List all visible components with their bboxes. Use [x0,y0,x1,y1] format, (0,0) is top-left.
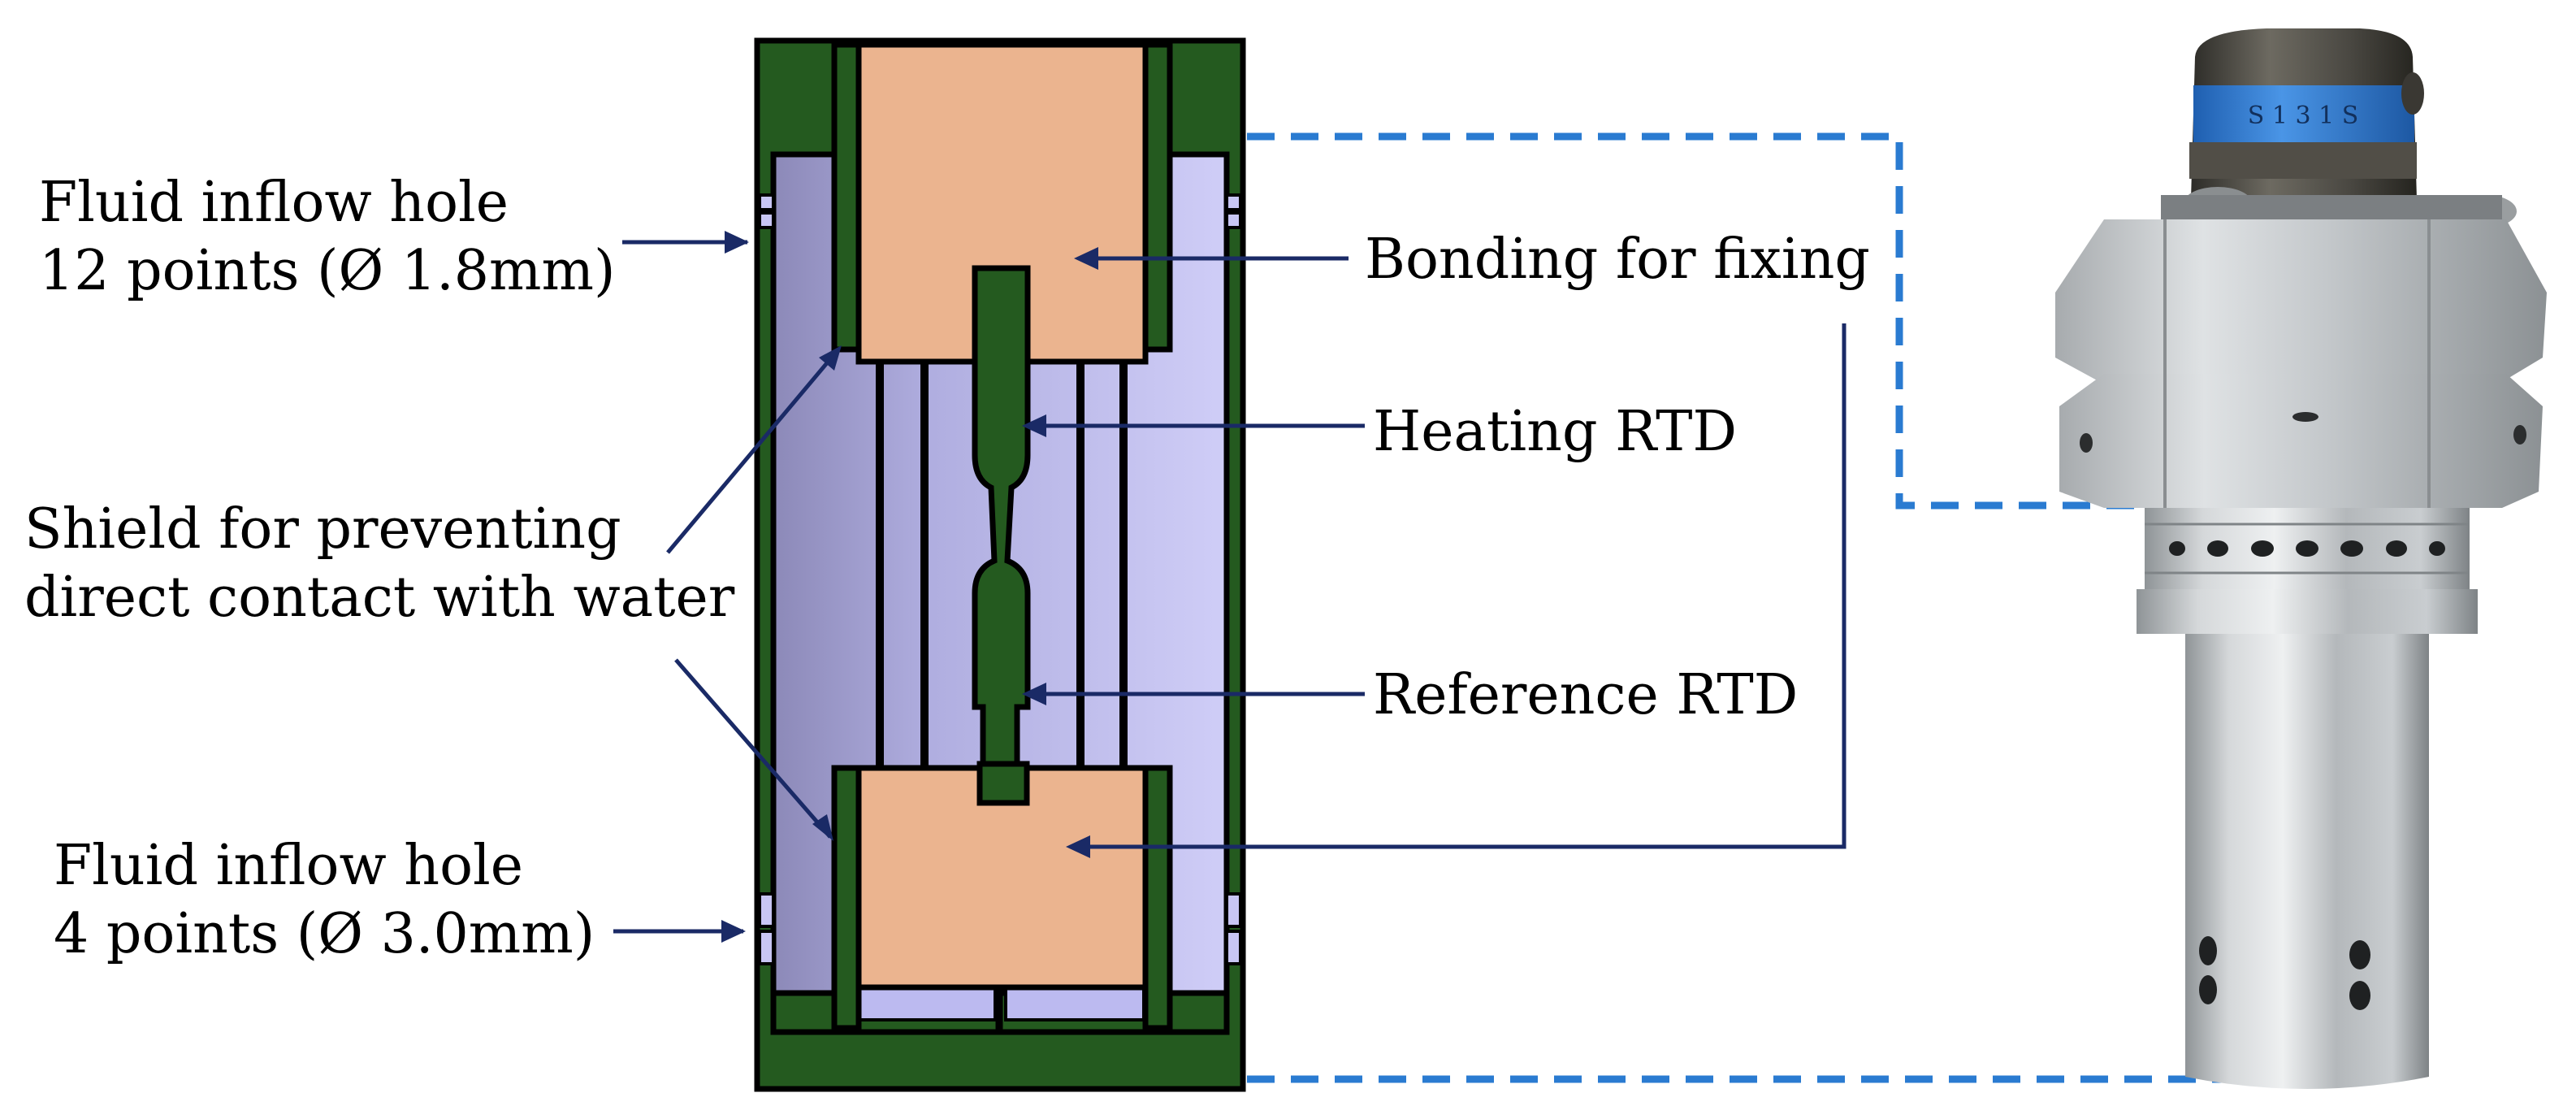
label-shield-line1: Shield for preventing [24,497,621,562]
label-heating-rtd: Heating RTD [1373,400,1737,464]
label-inflow-bottom-line2: 4 points (Ø 3.0mm) [54,902,595,966]
arrow-heads [721,231,1098,943]
label-shield-line2: direct contact with water [24,566,735,630]
cross-section [754,37,1246,1092]
label-inflow-bottom-line1: Fluid inflow hole [54,834,523,898]
sensor-photo: S 1 3 1 S [2055,28,2547,1089]
label-inflow-top: Fluid inflow hole 12 points (Ø 1.8mm) [39,169,616,306]
probe-cylinder [2185,634,2429,1089]
connector-top [1247,132,2193,510]
label-inflow-top-line2: 12 points (Ø 1.8mm) [39,239,616,303]
label-bonding: Bonding for fixing [1365,228,1870,292]
bottom-shield-right [1142,765,1173,1031]
label-inflow-top-line1: Fluid inflow hole [39,171,509,235]
leader-lines [613,240,1846,934]
label-inflow-bottom: Fluid inflow hole 4 points (Ø 3.0mm) [54,832,595,969]
connector-band-text: S 1 3 1 S [2248,102,2359,130]
photo-inflow-holes-top [2169,540,2445,557]
hex-nut-lower [2059,374,2543,508]
inflow-holes-bottom [758,892,1242,965]
hex-nut-upper [2055,219,2547,382]
top-shield-left [831,41,862,353]
zoom-connectors [1247,132,2230,1083]
label-shield: Shield for preventing direct contact wit… [24,496,734,632]
photo-inflow-holes-bottom [2199,936,2370,1010]
top-shield-right [1142,41,1173,353]
bottom-shield-left [831,765,862,1031]
connector-band [2193,85,2414,142]
inflow-holes-top [758,193,1242,229]
label-reference-rtd: Reference RTD [1373,663,1799,727]
